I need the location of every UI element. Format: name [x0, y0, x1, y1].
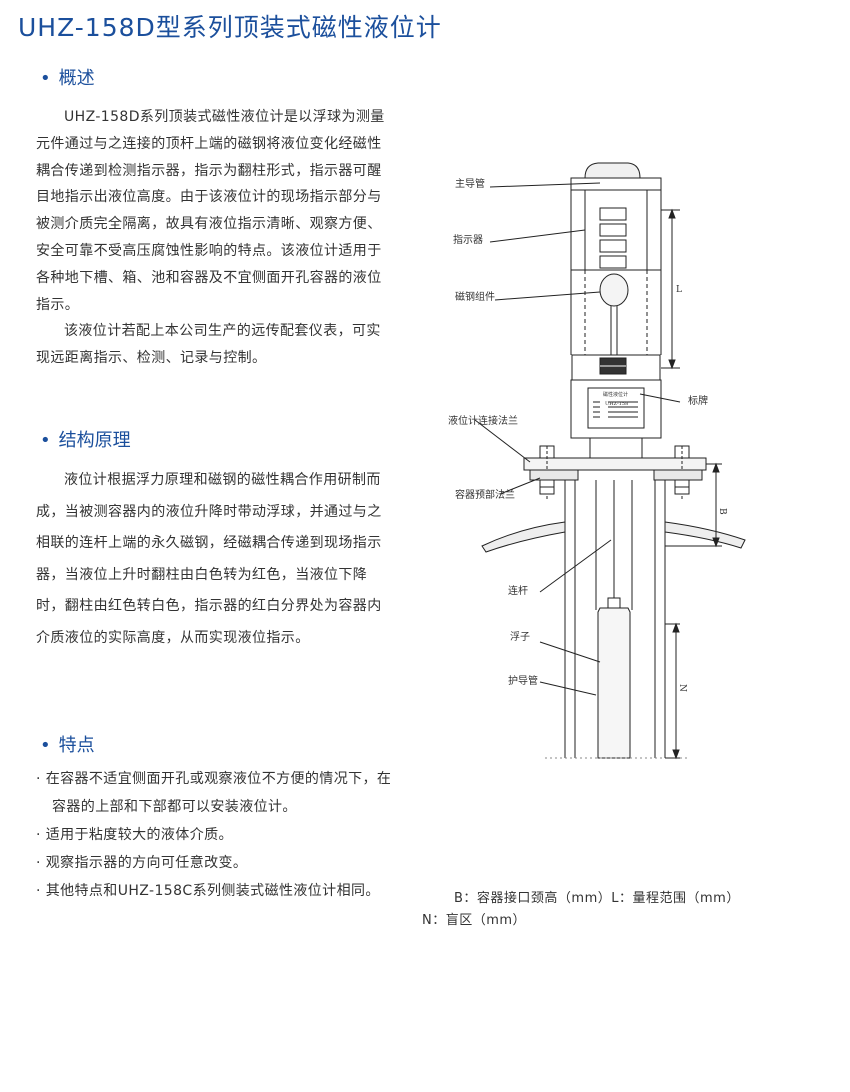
label-nameplate: 标牌	[688, 394, 708, 407]
indicator-flap-3	[599, 239, 627, 253]
plate-model: UHZ-158	[605, 401, 628, 407]
feature-item-1: · 在容器不适宜侧面开孔或观察液位不方便的情况下，在容器的上部和下部都可以安装液…	[36, 771, 392, 815]
features-list: · 在容器不适宜侧面开孔或观察液位不方便的情况下，在容器的上部和下部都可以安装液…	[36, 765, 396, 905]
plate-title: 磁性液位计	[603, 391, 628, 398]
features-heading: 特点	[58, 735, 95, 756]
caption-line-2: N：盲区（mm）	[422, 913, 527, 928]
diagram-caption: B：容器接口颈高（mm）L：量程范围（mm） N：盲区（mm）	[422, 888, 740, 932]
nameplate-housing	[570, 379, 662, 439]
vessel-wall-left	[481, 521, 566, 553]
overview-body: UHZ-158D系列顶装式磁性液位计是以浮球为测量元件通过与之连接的顶杆上端的磁…	[36, 104, 386, 372]
overview-paragraph-1: UHZ-158D系列顶装式磁性液位计是以浮球为测量元件通过与之连接的顶杆上端的磁…	[36, 109, 385, 313]
label-vessel-flange: 容器预部法兰	[455, 488, 515, 501]
label-guard-tube: 护导管	[508, 674, 538, 687]
label-float: 浮子	[510, 631, 530, 643]
indicator-housing	[570, 177, 662, 271]
overview-heading: 概述	[58, 68, 95, 89]
caption-line-1: B：容器接口颈高（mm）L：量程范围（mm）	[454, 891, 740, 906]
label-indicator: 指示器	[453, 233, 483, 246]
dimension-l: L	[676, 285, 682, 295]
vessel-wall-right	[664, 521, 746, 549]
vessel-flange	[529, 469, 579, 481]
float	[597, 607, 631, 759]
section-heading-overview: •概述	[40, 68, 95, 89]
principle-body: 液位计根据浮力原理和磁钢的磁性耦合作用研制而成，当被测容器内的液位升降时带动浮球…	[36, 465, 386, 654]
dimension-n: N	[677, 684, 687, 692]
feature-item-4: · 其他特点和UHZ-158C系列侧装式磁性液位计相同。	[36, 883, 380, 899]
dimension-b: B	[717, 508, 727, 515]
indicator-flap-1	[599, 207, 627, 221]
overview-paragraph-2: 该液位计若配上本公司生产的远传配套仪表，可实现远距离指示、检测、记录与控制。	[36, 323, 381, 367]
connection-flange	[523, 457, 707, 471]
label-magnet: 磁钢组件	[455, 290, 495, 303]
principle-heading: 结构原理	[58, 430, 131, 451]
indicator-flap-2	[599, 223, 627, 237]
section-heading-principle: •结构原理	[40, 430, 131, 451]
nameplate	[587, 387, 645, 429]
feature-item-3: · 观察指示器的方向可任意改变。	[36, 855, 248, 871]
principle-paragraph: 液位计根据浮力原理和磁钢的磁性耦合作用研制而成，当被测容器内的液位升降时带动浮球…	[36, 472, 382, 646]
top-cap	[584, 162, 641, 179]
label-main-tube: 主导管	[455, 177, 485, 190]
indicator-flap-4	[599, 255, 627, 269]
label-connection-flange: 液位计连接法兰	[448, 414, 518, 427]
page-title: UHZ-158D型系列顶装式磁性液位计	[18, 13, 442, 42]
feature-item-2: · 适用于粘度较大的液体介质。	[36, 827, 233, 843]
magnet-assembly	[599, 273, 629, 307]
label-rod: 连杆	[508, 584, 528, 597]
section-heading-features: •特点	[40, 735, 95, 756]
